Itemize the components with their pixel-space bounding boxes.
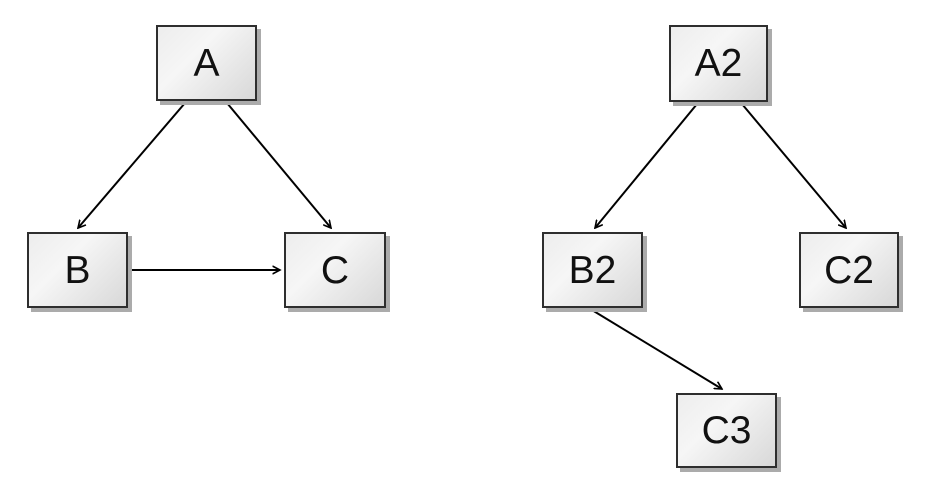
node-label-A: A [193,41,220,85]
edge-A2-B2 [595,103,698,228]
node-A2[interactable]: A2 [669,25,768,102]
edge-A-B [78,102,186,228]
node-C[interactable]: C [284,232,386,308]
edges-group [78,102,846,389]
edge-A2-C2 [741,103,846,228]
node-label-C: C [320,248,350,292]
node-B2[interactable]: B2 [542,232,643,308]
node-C3[interactable]: C3 [676,393,777,468]
node-label-C3: C3 [701,409,752,452]
edge-B2-C3 [591,309,722,389]
edge-A-C [226,102,331,228]
node-label-C2: C2 [824,248,874,292]
node-label-A2: A2 [694,42,743,85]
node-C2[interactable]: C2 [799,232,899,308]
node-label-B: B [64,248,91,292]
node-B[interactable]: B [27,232,128,308]
node-A[interactable]: A [156,25,257,101]
node-label-B2: B2 [568,248,617,292]
